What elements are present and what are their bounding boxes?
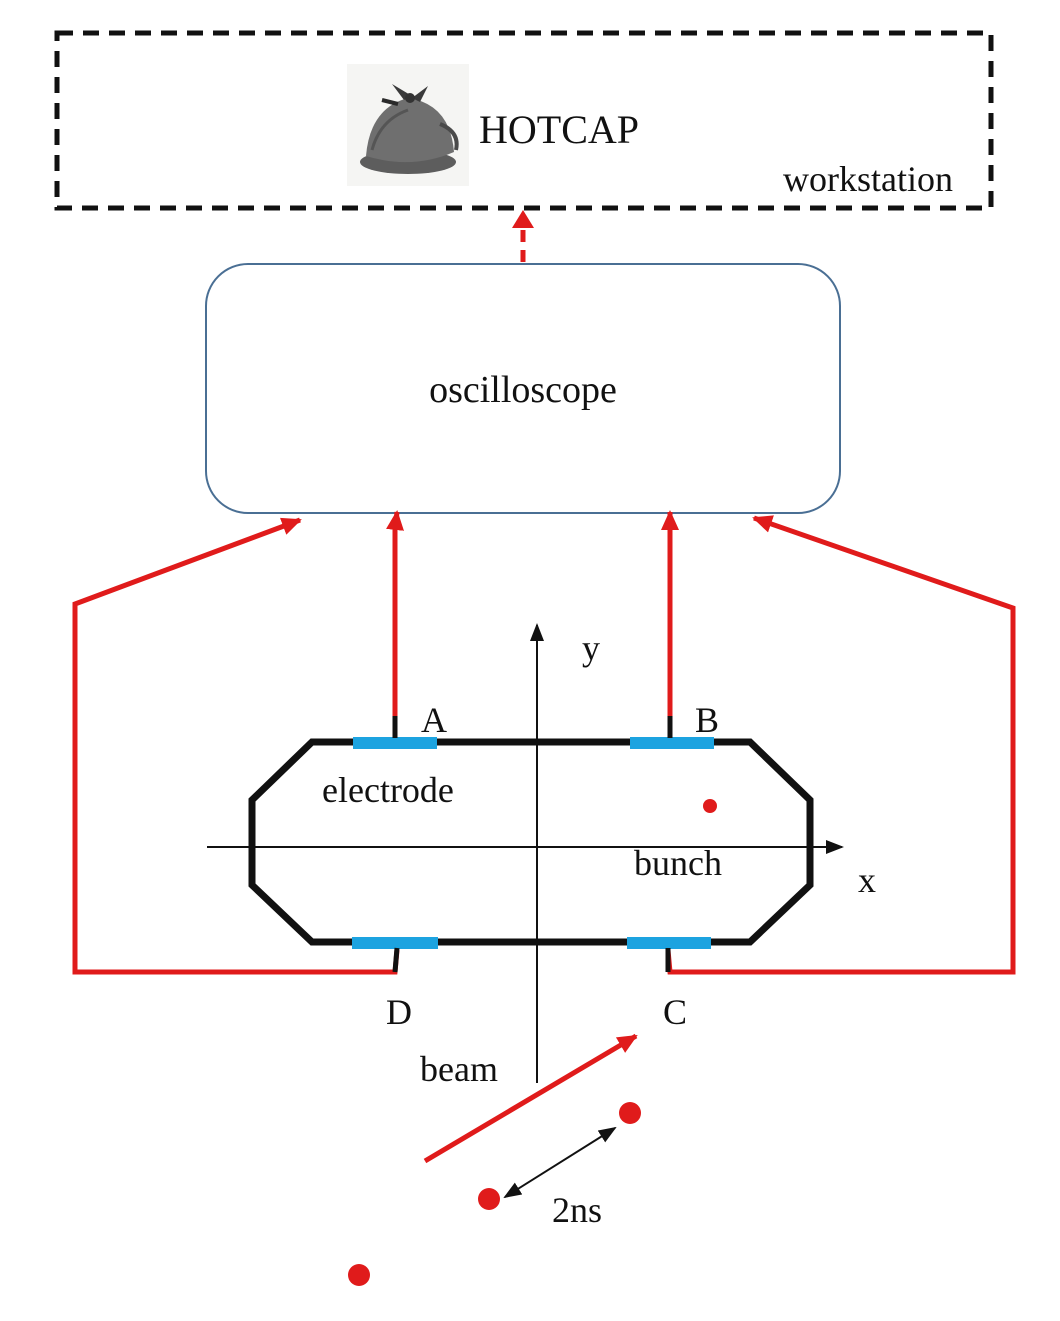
x-axis-label: x xyxy=(858,860,876,900)
beam-label: beam xyxy=(420,1049,498,1089)
electrode-a xyxy=(353,737,437,749)
electrode-b xyxy=(630,737,714,749)
electrode-pins xyxy=(392,716,673,973)
electrode-a-label: A xyxy=(421,700,447,740)
cable-d xyxy=(72,517,400,975)
bunch-spacing-arrow xyxy=(503,1126,617,1199)
beam-direction-arrow xyxy=(423,1033,638,1164)
electrode-d-label: D xyxy=(386,992,412,1032)
app-name-label: HOTCAP xyxy=(479,107,639,152)
vacuum-chamber xyxy=(248,738,814,946)
workstation-label: workstation xyxy=(783,159,953,199)
bunch-label: bunch xyxy=(634,843,722,883)
electrode-d xyxy=(352,937,438,949)
y-axis-label: y xyxy=(582,628,600,668)
data-transfer-arrow xyxy=(512,210,534,262)
electrode-c xyxy=(627,937,711,949)
beam-bunch-2 xyxy=(478,1188,500,1210)
bunch-dot xyxy=(703,799,717,813)
oscilloscope-label: oscilloscope xyxy=(429,369,617,411)
electrodes xyxy=(352,737,714,949)
electrode-c-label: C xyxy=(663,992,687,1032)
electrode-label: electrode xyxy=(322,770,454,810)
bunch-spacing-label: 2ns xyxy=(552,1190,602,1230)
beam-bunch-3 xyxy=(348,1264,370,1286)
deerstalker-hat-icon xyxy=(347,64,469,186)
electrode-b-label: B xyxy=(695,700,719,740)
beam-bunch-1 xyxy=(619,1102,641,1124)
workstation-box: HOTCAP workstation xyxy=(54,30,994,211)
cable-a xyxy=(386,510,404,740)
oscilloscope-box: oscilloscope xyxy=(205,263,841,514)
